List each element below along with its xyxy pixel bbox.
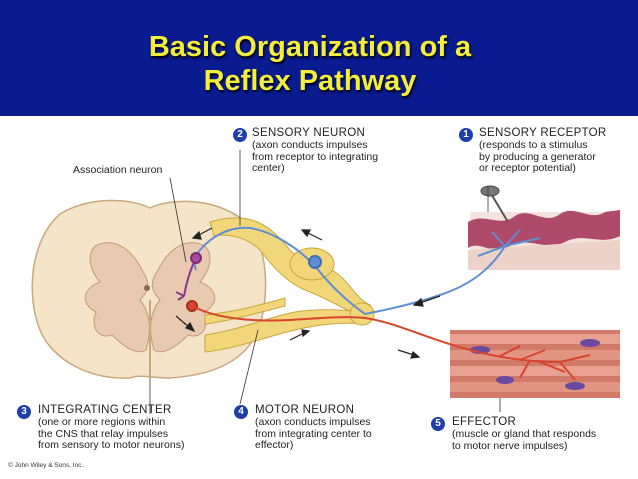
title-line-2: Reflex Pathway [203,65,417,97]
effector-label: EFFECTOR (muscle or gland that responds … [452,416,596,452]
title-line-1: Basic Organization of a [148,31,472,63]
motor-neuron-desc-2: from integrating center to [255,427,372,440]
badge-2: 2 [233,128,247,142]
badge-5: 5 [431,417,445,431]
impulse-arrows [175,227,441,359]
effector-muscle [450,330,620,398]
sensory-neuron-heading: SENSORY NEURON [252,127,366,139]
motor-neuron-desc-3: effector) [255,439,294,451]
reflex-diagram [31,150,620,414]
integrating-center-desc-2: the CNS that relay impulses [38,427,169,440]
motor-neuron [186,300,591,381]
sensory-neuron-desc-1: (axon conducts impulses [252,139,368,151]
association-neuron [175,252,202,301]
leader-lines [149,150,501,414]
skin-receptor [468,185,620,270]
copyright: © John Wiley & Sons, Inc. [8,462,84,469]
integrating-center-desc-3: from sensory to motor neurons) [38,439,185,451]
motor-neuron-desc-1: (axon conducts impulses [255,416,371,428]
integrating-center-label: INTEGRATING CENTER (one or more regions … [38,404,184,452]
integrating-center-desc-1: (one or more regions within [38,416,166,428]
effector-desc-1: (muscle or gland that responds [452,428,597,440]
sensory-neuron-desc-2: from receptor to integrating [252,150,379,163]
effector-heading: EFFECTOR [452,416,517,428]
sensory-receptor-desc-1: (responds to a stimulus [479,139,588,151]
badge-4: 4 [234,405,248,419]
effector-desc-2: to motor nerve impulses) [452,439,568,452]
badge-1: 1 [459,128,473,142]
sensory-receptor-desc-3: or receptor potential) [479,162,576,174]
motor-neuron-heading: MOTOR NEURON [255,404,355,416]
sensory-receptor-label: SENSORY RECEPTOR (responds to a stimulus… [479,127,607,175]
motor-neuron-label: MOTOR NEURON (axon conducts impulses fro… [255,404,372,452]
badge-3: 3 [17,405,31,419]
association-neuron-label: Association neuron [73,164,163,176]
sensory-receptor-heading: SENSORY RECEPTOR [479,127,607,139]
title-banner [0,0,638,116]
sensory-neuron-desc-3: center) [252,162,285,174]
sensory-receptor-desc-2: by producing a generator [479,150,596,163]
integrating-center-heading: INTEGRATING CENTER [38,404,172,416]
sensory-neuron-label: SENSORY NEURON (axon conducts impulses f… [252,127,378,175]
sensory-neuron [193,226,541,315]
